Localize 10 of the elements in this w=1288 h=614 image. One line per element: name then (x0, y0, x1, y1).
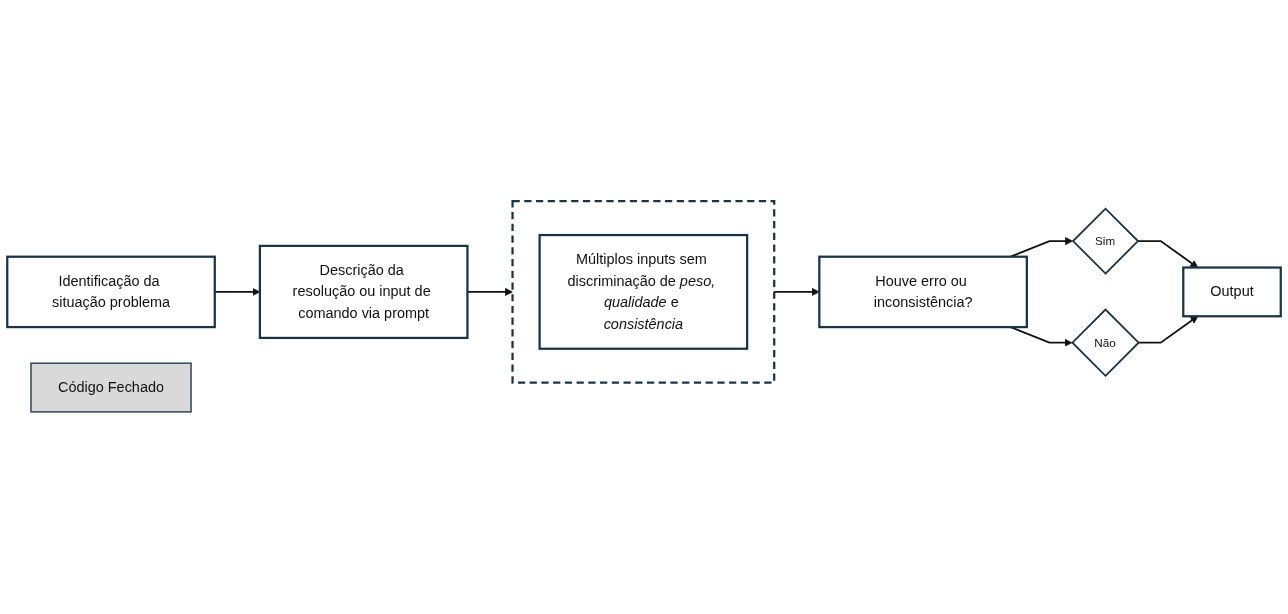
arrow (1137, 316, 1199, 345)
node-box: Código Fechado (30, 362, 192, 413)
node-box: Múltiplos inputs sem discriminação de peso, qualidade e consistência (538, 234, 749, 351)
node-diamond: Não (1071, 308, 1140, 378)
node-box: Output (1182, 266, 1282, 318)
cluster (511, 200, 776, 385)
node-box: Identificação da situação problema (6, 256, 216, 329)
node-diamond: Sim (1071, 207, 1140, 276)
node-box: Descrição da resolução ou input de comando via prompt (258, 245, 469, 340)
node-box: Houve erro ou inconsistência? (818, 256, 1028, 329)
